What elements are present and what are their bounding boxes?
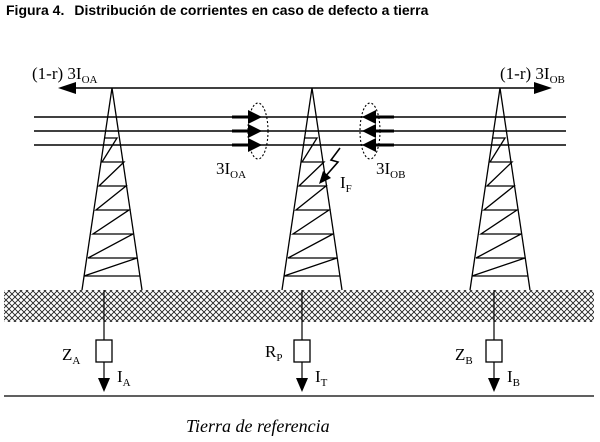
it-label: IT (315, 367, 328, 389)
phase-conductors (34, 116, 566, 146)
ground-layer (4, 290, 594, 322)
ground-conductors (103, 290, 495, 378)
fault-arrow (319, 147, 341, 184)
za-label: ZA (62, 345, 80, 367)
tower-a (81, 87, 143, 291)
current-arrows-b (359, 102, 394, 160)
right-return-arrow (534, 82, 552, 94)
figure-title: Figura 4. Distribución de corrientes en c… (6, 2, 428, 18)
left-return-label: (1-r) 3IOA (32, 64, 98, 86)
current-a-loop (247, 102, 269, 160)
impedance-zb (485, 339, 503, 363)
ia-label: IA (117, 367, 131, 389)
current-b-label: 3IOB (376, 159, 405, 181)
tower-p (281, 87, 343, 291)
impedance-za (95, 339, 113, 363)
fault-current-label: IF (340, 173, 352, 195)
current-b-loop (359, 102, 381, 160)
current-ib-arrow (488, 378, 500, 392)
tower-b (469, 87, 531, 291)
ib-label: IB (507, 367, 520, 389)
left-return-arrow (58, 82, 76, 94)
figure-title-text: Distribución de corrientes en caso de de… (74, 2, 429, 18)
current-arrows-a (232, 102, 269, 160)
current-it-arrow (296, 378, 308, 392)
zb-label: ZB (455, 345, 473, 367)
right-return-label: (1-r) 3IOB (500, 64, 565, 86)
resistance-rp (293, 339, 311, 363)
ground-wire (58, 82, 552, 94)
figure-number: Figura 4. (6, 2, 65, 18)
current-a-label: 3IOA (216, 159, 246, 181)
rp-label: RP (265, 342, 282, 364)
reference-ground-caption: Tierra de referencia (186, 416, 330, 436)
current-ia-arrow (98, 378, 110, 392)
